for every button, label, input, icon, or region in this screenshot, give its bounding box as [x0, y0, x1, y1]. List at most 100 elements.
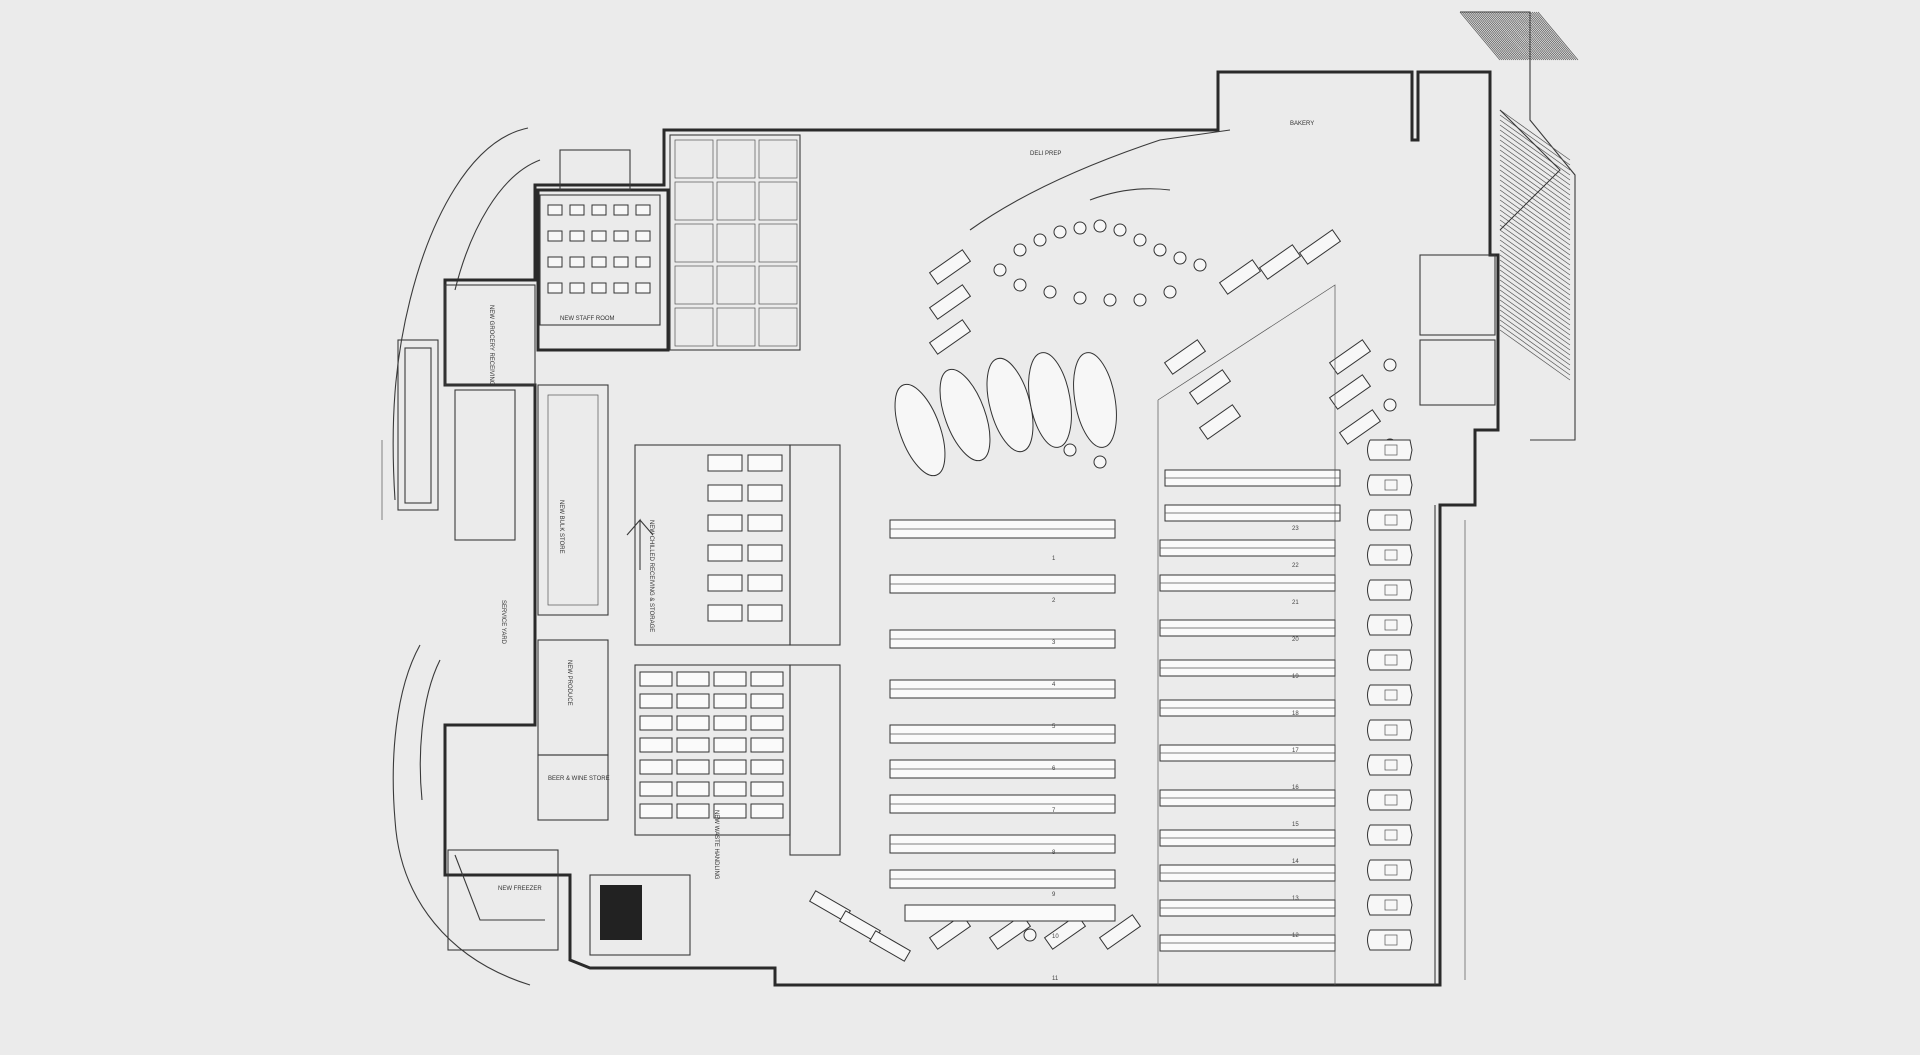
- canopy-hatch: [1481, 11, 1523, 61]
- canopy-hatch: [1521, 11, 1563, 61]
- canopy-hatch: [1497, 11, 1539, 61]
- aisle-number-left: 9: [1052, 892, 1056, 898]
- staff-table: [635, 230, 651, 242]
- checkout-register: [1384, 444, 1398, 456]
- canopy-hatch: [1499, 274, 1571, 326]
- staff-table: [635, 204, 651, 216]
- checkout-register: [1384, 794, 1398, 806]
- canopy-hatch: [1515, 11, 1557, 61]
- canopy-hatch: [1467, 11, 1509, 61]
- checkout-lane: [1367, 754, 1413, 776]
- canopy-hatch: [1499, 139, 1571, 191]
- round-fixture: [1173, 251, 1187, 265]
- canopy-hatch: [1499, 254, 1571, 306]
- checkout-lane: [1367, 684, 1413, 706]
- canopy-hatch: [1485, 11, 1527, 61]
- canopy-hatch: [1537, 11, 1579, 61]
- canopy-hatch: [1469, 11, 1511, 61]
- canopy-hatch: [1499, 289, 1571, 341]
- canopy-hatch: [1487, 11, 1529, 61]
- aisle-number-left: 11: [1052, 976, 1059, 982]
- grocery-rack: [676, 759, 710, 775]
- checkout-lane: [1367, 509, 1413, 531]
- restroom-2: [1419, 339, 1496, 406]
- canopy-hatch: [1483, 11, 1525, 61]
- staff-table: [613, 230, 629, 242]
- grocery-rack: [750, 737, 784, 753]
- checkout-register: [1384, 479, 1398, 491]
- canopy-hatch: [1465, 11, 1507, 61]
- driveway-curve-bottom2: [419, 659, 441, 801]
- aisle-number-left: 1: [1052, 556, 1056, 562]
- canopy-hatch: [1523, 11, 1565, 61]
- canopy-hatch: [1519, 11, 1561, 61]
- canopy-hatch: [1499, 184, 1571, 236]
- canopy-hatch: [1499, 284, 1571, 336]
- aisle-number-right: 19: [1292, 674, 1299, 680]
- aisle-number-left: 4: [1052, 682, 1056, 688]
- aisle-number-right: 18: [1292, 711, 1299, 717]
- canopy-hatch: [1503, 11, 1545, 61]
- grocery-rack: [713, 781, 747, 797]
- waste-room-2: [789, 664, 841, 856]
- grocery-rack: [676, 671, 710, 687]
- grocery-rack: [639, 671, 673, 687]
- island-case: [894, 383, 946, 477]
- round-fixture: [1113, 223, 1127, 237]
- staff-table: [591, 230, 607, 242]
- office-cell: [716, 307, 756, 347]
- staff-table: [613, 204, 629, 216]
- bulk-store-label: NEW BULK STORE: [558, 500, 564, 554]
- deli-label: DELI PREP: [1030, 151, 1061, 157]
- staff-table: [613, 256, 629, 268]
- diagonal-fixture: [928, 249, 972, 285]
- canopy-hatch: [1499, 244, 1571, 296]
- diagonal-fixture: [1328, 374, 1372, 410]
- aisle-number-left: 8: [1052, 850, 1056, 856]
- grocery-rack: [750, 759, 784, 775]
- checkout-register: [1384, 514, 1398, 526]
- round-fixture: [1133, 293, 1147, 307]
- aisle-number-right: 15: [1292, 822, 1299, 828]
- grocery-rack: [750, 671, 784, 687]
- bottom-office-fill: [600, 885, 642, 940]
- staff-table: [591, 204, 607, 216]
- bulk-store-inner: [547, 394, 599, 606]
- staff-table: [569, 204, 585, 216]
- waste-label: NEW WASTE HANDLING: [713, 810, 719, 880]
- round-fixture: [1093, 219, 1107, 233]
- staff-room: [539, 194, 661, 326]
- aisle-number-right: 22: [1292, 563, 1299, 569]
- checkout-register: [1384, 689, 1398, 701]
- grocery-racks: [639, 454, 784, 819]
- canopy-hatch: [1463, 11, 1505, 61]
- aisle-number-right: 20: [1292, 637, 1299, 643]
- chilled-rack: [707, 574, 743, 592]
- staff-table: [569, 256, 585, 268]
- canopy-hatch: [1499, 11, 1541, 61]
- canopy-hatch: [1499, 114, 1571, 166]
- office-cell: [758, 139, 798, 179]
- canopy-hatch: [1493, 11, 1535, 61]
- canopy-hatch: [1499, 179, 1571, 231]
- canopy-hatch: [1499, 149, 1571, 201]
- canopy-hatch: [1499, 204, 1571, 256]
- canopy-hatch: [1461, 11, 1503, 61]
- canopy-hatch: [1499, 239, 1571, 291]
- grocery-rack: [676, 693, 710, 709]
- canopy-hatch: [1499, 199, 1571, 251]
- diagonal-fixture: [1188, 369, 1232, 405]
- canopy-hatch: [1499, 224, 1571, 276]
- checkout-register: [1384, 899, 1398, 911]
- office-cell: [674, 265, 714, 305]
- canopy-hatch: [1527, 11, 1569, 61]
- canopy-hatch: [1473, 11, 1515, 61]
- chilled-rack: [747, 454, 783, 472]
- canopy-hatch: [1499, 159, 1571, 211]
- grocery-rack: [676, 803, 710, 819]
- checkout-register: [1384, 829, 1398, 841]
- staff-table: [569, 230, 585, 242]
- round-fixture: [993, 263, 1007, 277]
